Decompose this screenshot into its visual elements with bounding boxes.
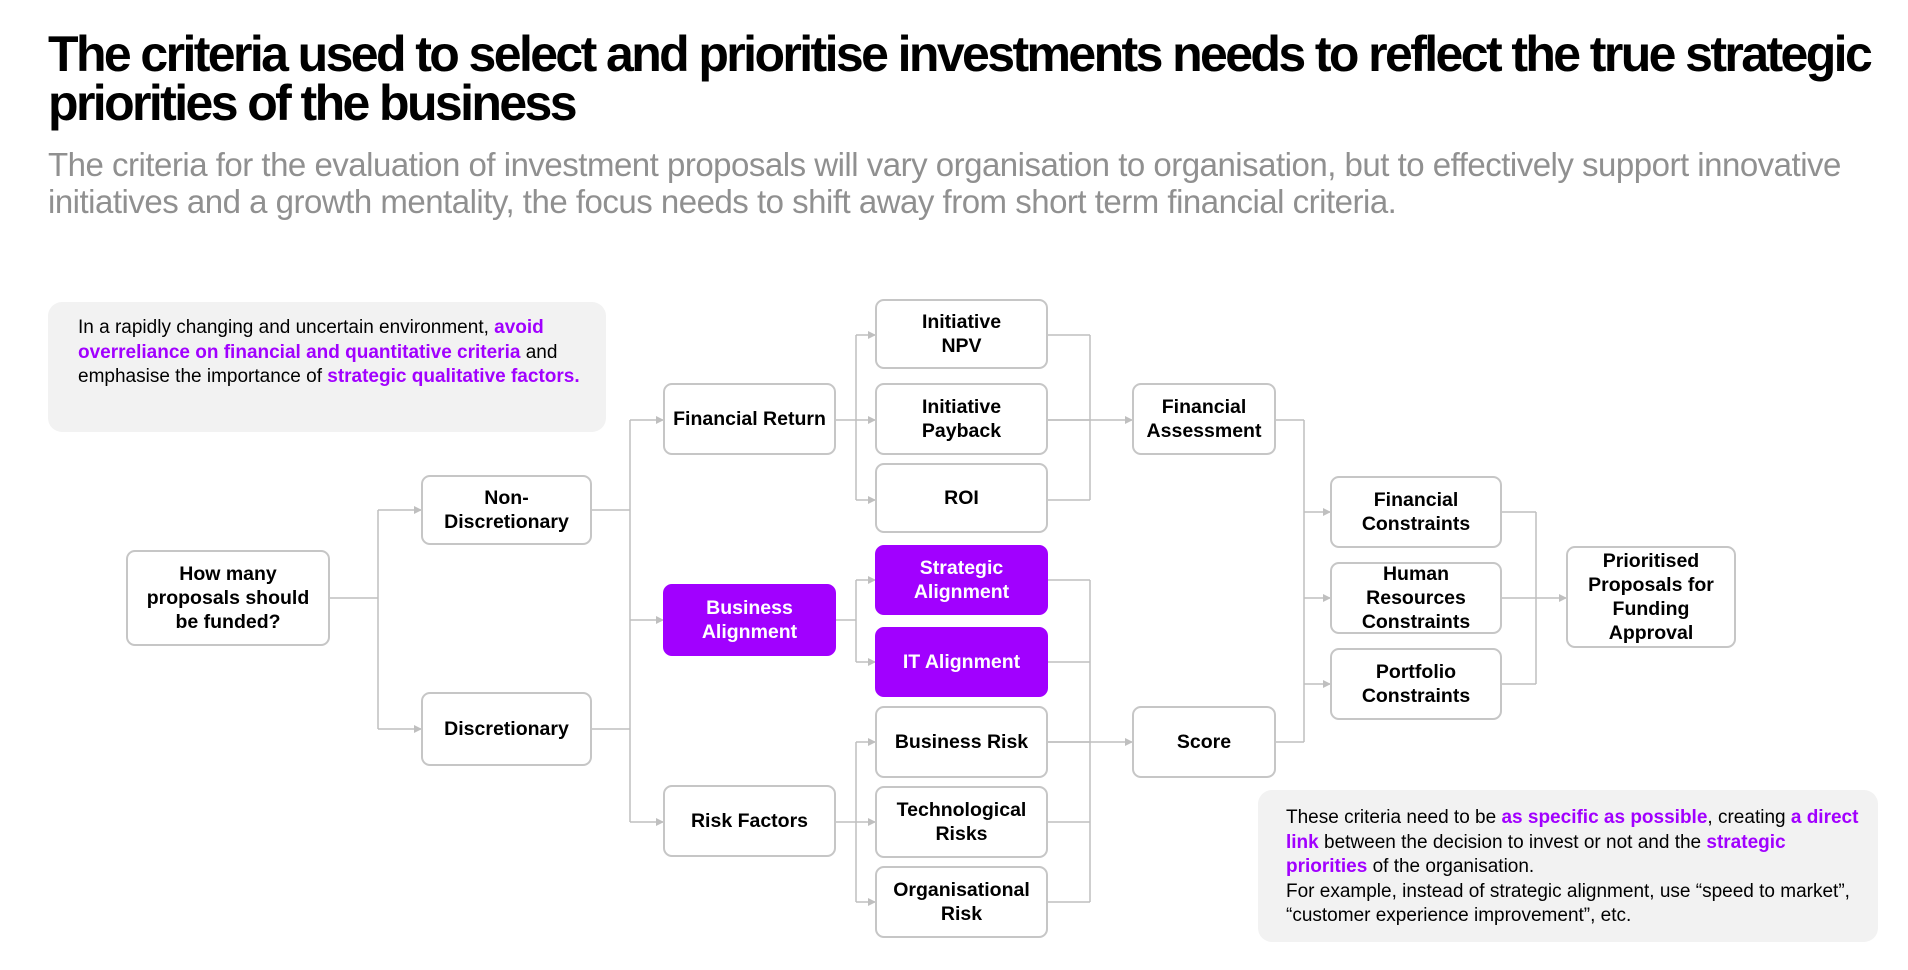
callout-right-text-5: For example, instead of strategic alignm… [1286, 880, 1850, 927]
callout-left-text-1: In a rapidly changing and uncertain envi… [78, 317, 495, 338]
node-business-risk: Business Risk [875, 706, 1048, 778]
node-portfolio-constraints: Portfolio Constraints [1330, 648, 1502, 720]
callout-left-highlight-2: strategic qualitative factors. [327, 366, 580, 387]
callout-right-highlight-1: as specific as possible [1501, 807, 1708, 828]
callout-right-highlight-3: strategic priorities [1286, 831, 1786, 878]
node-non-discretionary: Non-Discretionary [421, 475, 592, 545]
callout-left: In a rapidly changing and uncertain envi… [48, 302, 606, 432]
callout-right-text-4: of the organisation. [1367, 856, 1535, 877]
node-financial-assessment: Financial Assessment [1132, 383, 1276, 455]
node-human-resources-constraints: Human Resources Constraints [1330, 562, 1502, 634]
node-financial-return: Financial Return [663, 383, 836, 455]
callout-right-highlight-2: a direct link [1286, 807, 1859, 853]
node-how-many-proposals: How many proposals should be funded? [126, 550, 330, 646]
page-subtitle: The criteria for the evaluation of inves… [48, 146, 1841, 221]
node-strategic-alignment: Strategic Alignment [875, 545, 1048, 615]
node-roi: ROI [875, 463, 1048, 533]
node-technological-risks: Technological Risks [875, 786, 1048, 858]
node-prioritised-proposals: Prioritised Proposals for Funding Approv… [1566, 546, 1736, 648]
callout-right-text-1: These criteria need to be [1286, 807, 1502, 828]
node-discretionary: Discretionary [421, 692, 592, 766]
callout-right: These criteria need to be as specific as… [1258, 790, 1878, 942]
node-financial-constraints: Financial Constraints [1330, 476, 1502, 548]
node-risk-factors: Risk Factors [663, 785, 836, 857]
page-title: The criteria used to select and prioriti… [48, 26, 1873, 131]
node-organisational-risk: Organisational Risk [875, 866, 1048, 938]
node-initiative-npv: Initiative NPV [875, 299, 1048, 369]
node-business-alignment: Business Alignment [663, 584, 836, 656]
callout-left-text-2: and emphasise the importance of [78, 341, 558, 388]
node-it-alignment: IT Alignment [875, 627, 1048, 697]
callout-right-text-3: between the decision to invest or not an… [1318, 831, 1707, 853]
callout-left-highlight-1: avoid overreliance on financial and quan… [78, 317, 544, 363]
node-initiative-payback: Initiative Payback [875, 383, 1048, 455]
node-score: Score [1132, 706, 1276, 778]
callout-right-text-2: , creating [1707, 807, 1791, 828]
